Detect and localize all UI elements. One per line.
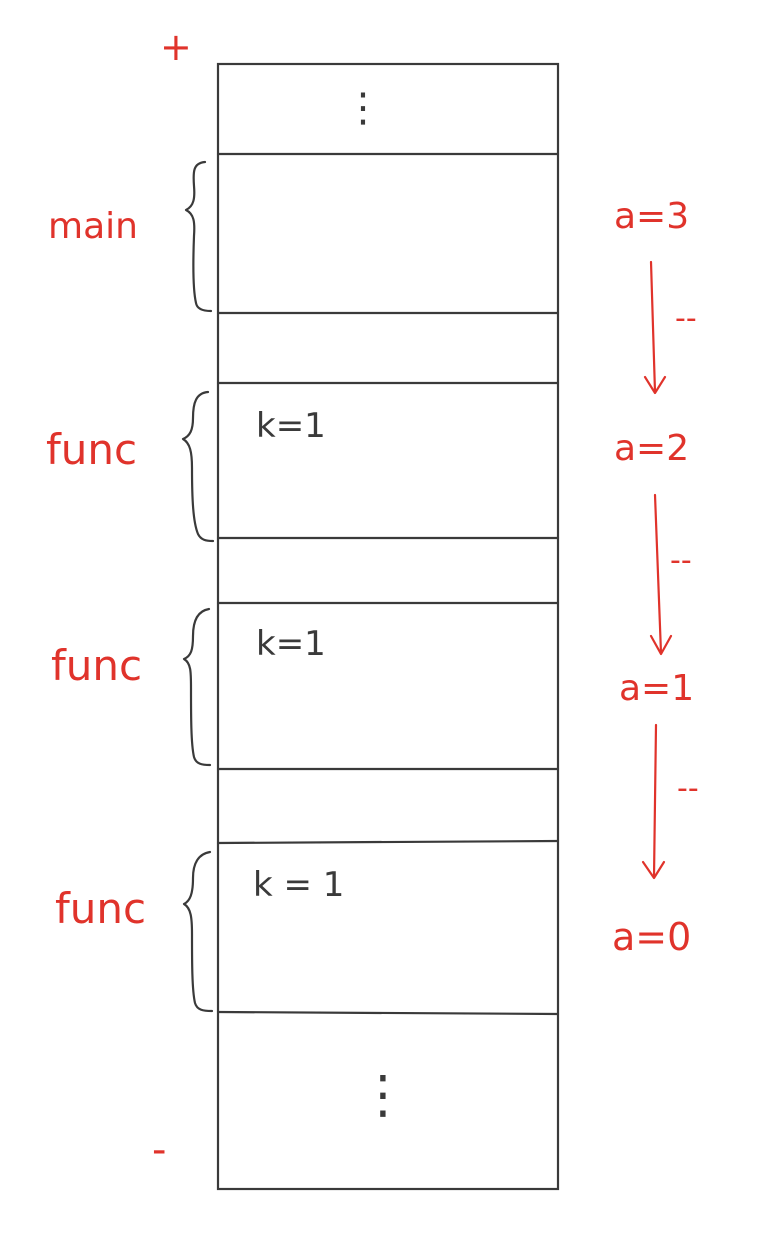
frame-label-main: main <box>48 206 138 247</box>
stack-column <box>216 62 560 1191</box>
frame-local-var: k=1 <box>256 624 326 664</box>
arrow-head <box>641 860 666 880</box>
decrement-marker: -- <box>670 543 692 578</box>
top-marker: + <box>160 25 192 69</box>
stack-outline <box>216 62 560 1191</box>
trace-arrows <box>641 260 673 880</box>
trace-value: a=0 <box>612 915 691 959</box>
frame-braces <box>181 160 215 1013</box>
bottom-marker: - <box>152 1127 166 1173</box>
trace-value: a=2 <box>614 428 689 469</box>
stack-divider <box>216 839 560 845</box>
frame-label-func: func <box>51 641 142 690</box>
arrow-head <box>643 375 667 395</box>
decrement-marker: -- <box>677 771 699 806</box>
stack-divider <box>216 1010 560 1016</box>
ellipsis-bottom: ⋮ <box>357 1065 409 1125</box>
brace-func-1 <box>181 390 215 543</box>
frame-local-var: k=1 <box>256 406 326 446</box>
frame-label-func: func <box>55 884 146 933</box>
brace-func-3 <box>182 850 214 1013</box>
arrow-head <box>649 634 673 656</box>
brace-func-2 <box>182 607 212 767</box>
brace-main <box>184 160 213 313</box>
arrow-line <box>653 493 663 655</box>
trace-value: a=1 <box>619 668 694 709</box>
arrow-line <box>649 260 657 394</box>
frame-label-func: func <box>46 425 137 474</box>
frame-local-var: k = 1 <box>253 865 344 905</box>
trace-value: a=3 <box>614 196 689 237</box>
decrement-marker: -- <box>675 301 697 336</box>
arrow-line <box>652 723 658 879</box>
ellipsis-top: ⋮ <box>343 85 383 131</box>
